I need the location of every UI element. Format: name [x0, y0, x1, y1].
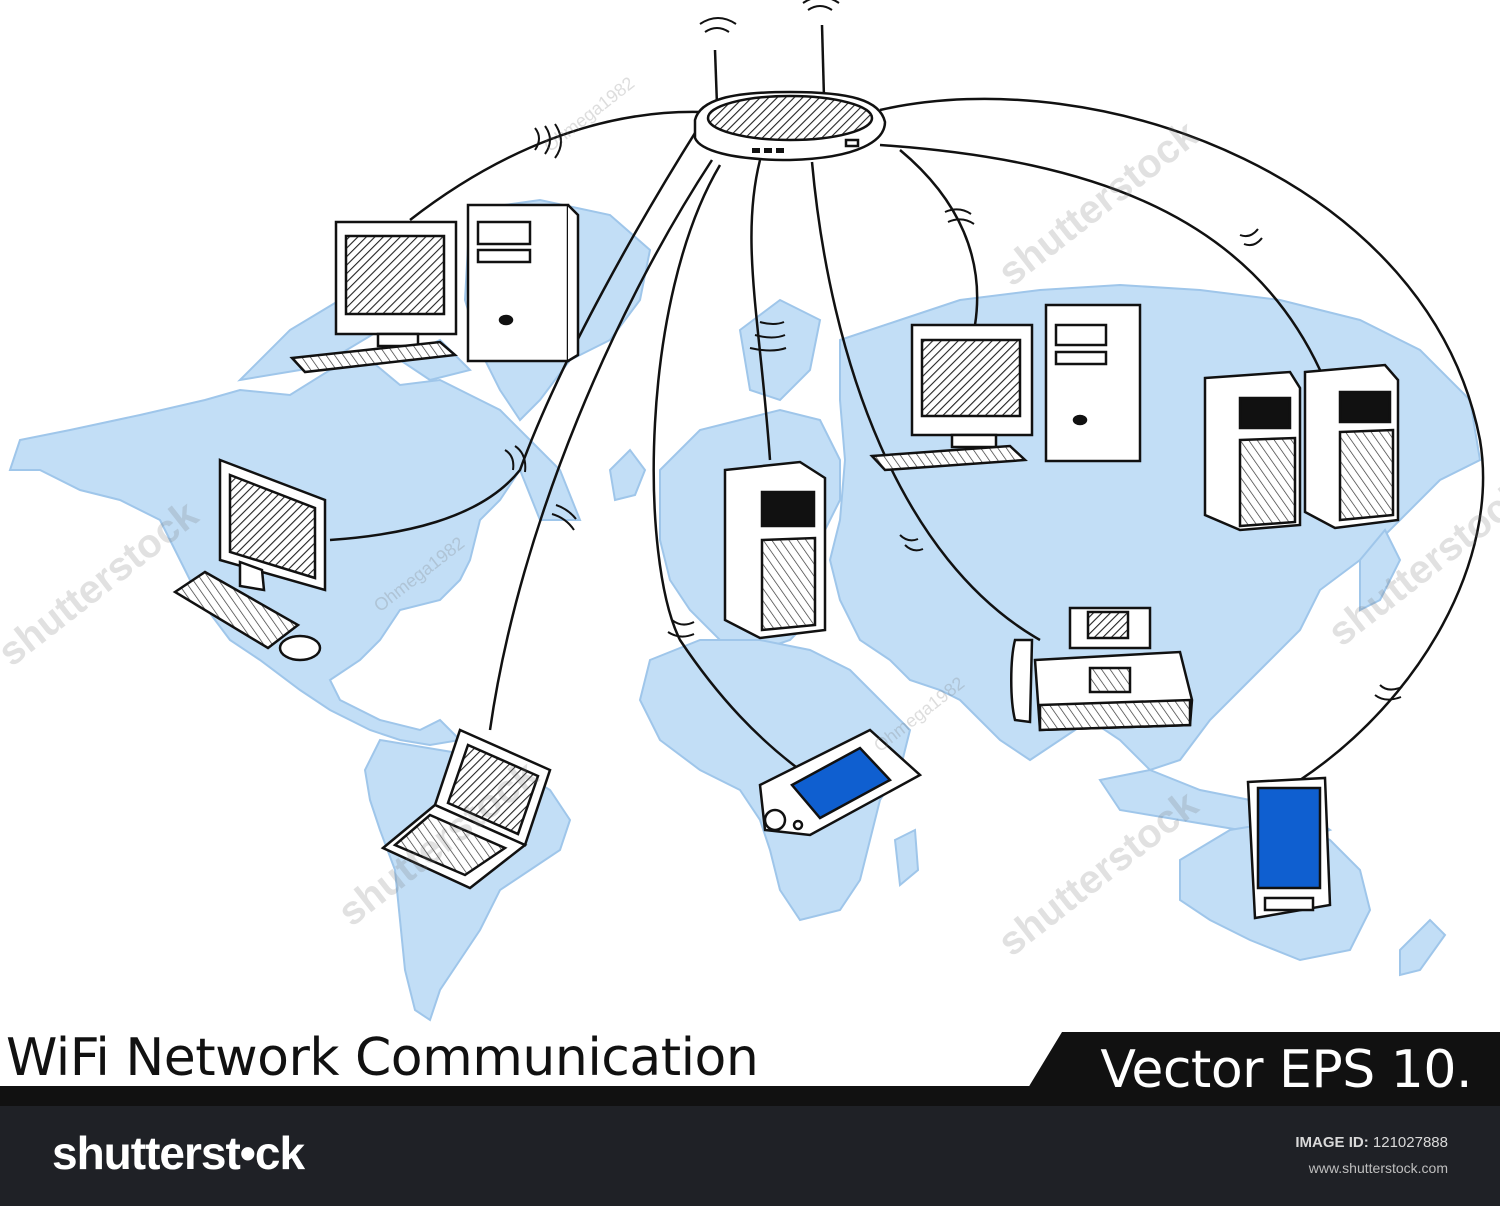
link-desktop-asia	[899, 149, 979, 326]
link-servers-east	[879, 143, 1322, 371]
image-id-value: 121027888	[1372, 1134, 1448, 1151]
antenna-left	[713, 49, 719, 106]
desktop-computer-icon	[289, 203, 580, 374]
map-new-zealand	[1399, 918, 1447, 977]
monitor-icon	[172, 458, 327, 662]
link-desktop-north	[409, 110, 701, 221]
title-banner	[0, 1032, 1500, 1106]
tablet-icon	[758, 728, 923, 837]
link-monitor-west	[329, 124, 702, 542]
antenna-right	[820, 24, 826, 99]
link-laptop	[488, 159, 714, 731]
connection-lines	[329, 24, 1485, 782]
map-madagascar	[893, 828, 920, 887]
footer-bar	[0, 1106, 1500, 1206]
image-id: IMAGE ID: 121027888	[1295, 1134, 1448, 1151]
smartphone-icon	[1246, 776, 1332, 920]
wifi-signal-marks	[504, 0, 1403, 701]
image-id-label: IMAGE ID:	[1295, 1134, 1369, 1151]
server-icon	[723, 460, 827, 640]
fax-icon	[1010, 606, 1194, 732]
server-icon	[1203, 363, 1400, 532]
diagram-title: WiFi Network Communication	[6, 1028, 759, 1088]
map-japan	[1359, 528, 1402, 612]
version-label: Vector EPS 10.	[1100, 1040, 1472, 1100]
link-server-europe	[750, 159, 772, 461]
map-uk	[608, 448, 647, 502]
link-fax	[810, 161, 1041, 642]
laptop-icon	[380, 728, 552, 890]
site-url: www.shutterstock.com	[1308, 1160, 1448, 1176]
link-tablet	[652, 164, 801, 771]
desktop-computer-icon	[869, 303, 1142, 472]
brand-logo: shutterst•ck	[52, 1127, 305, 1179]
link-smartphone	[879, 97, 1485, 782]
router-icon	[693, 90, 887, 162]
